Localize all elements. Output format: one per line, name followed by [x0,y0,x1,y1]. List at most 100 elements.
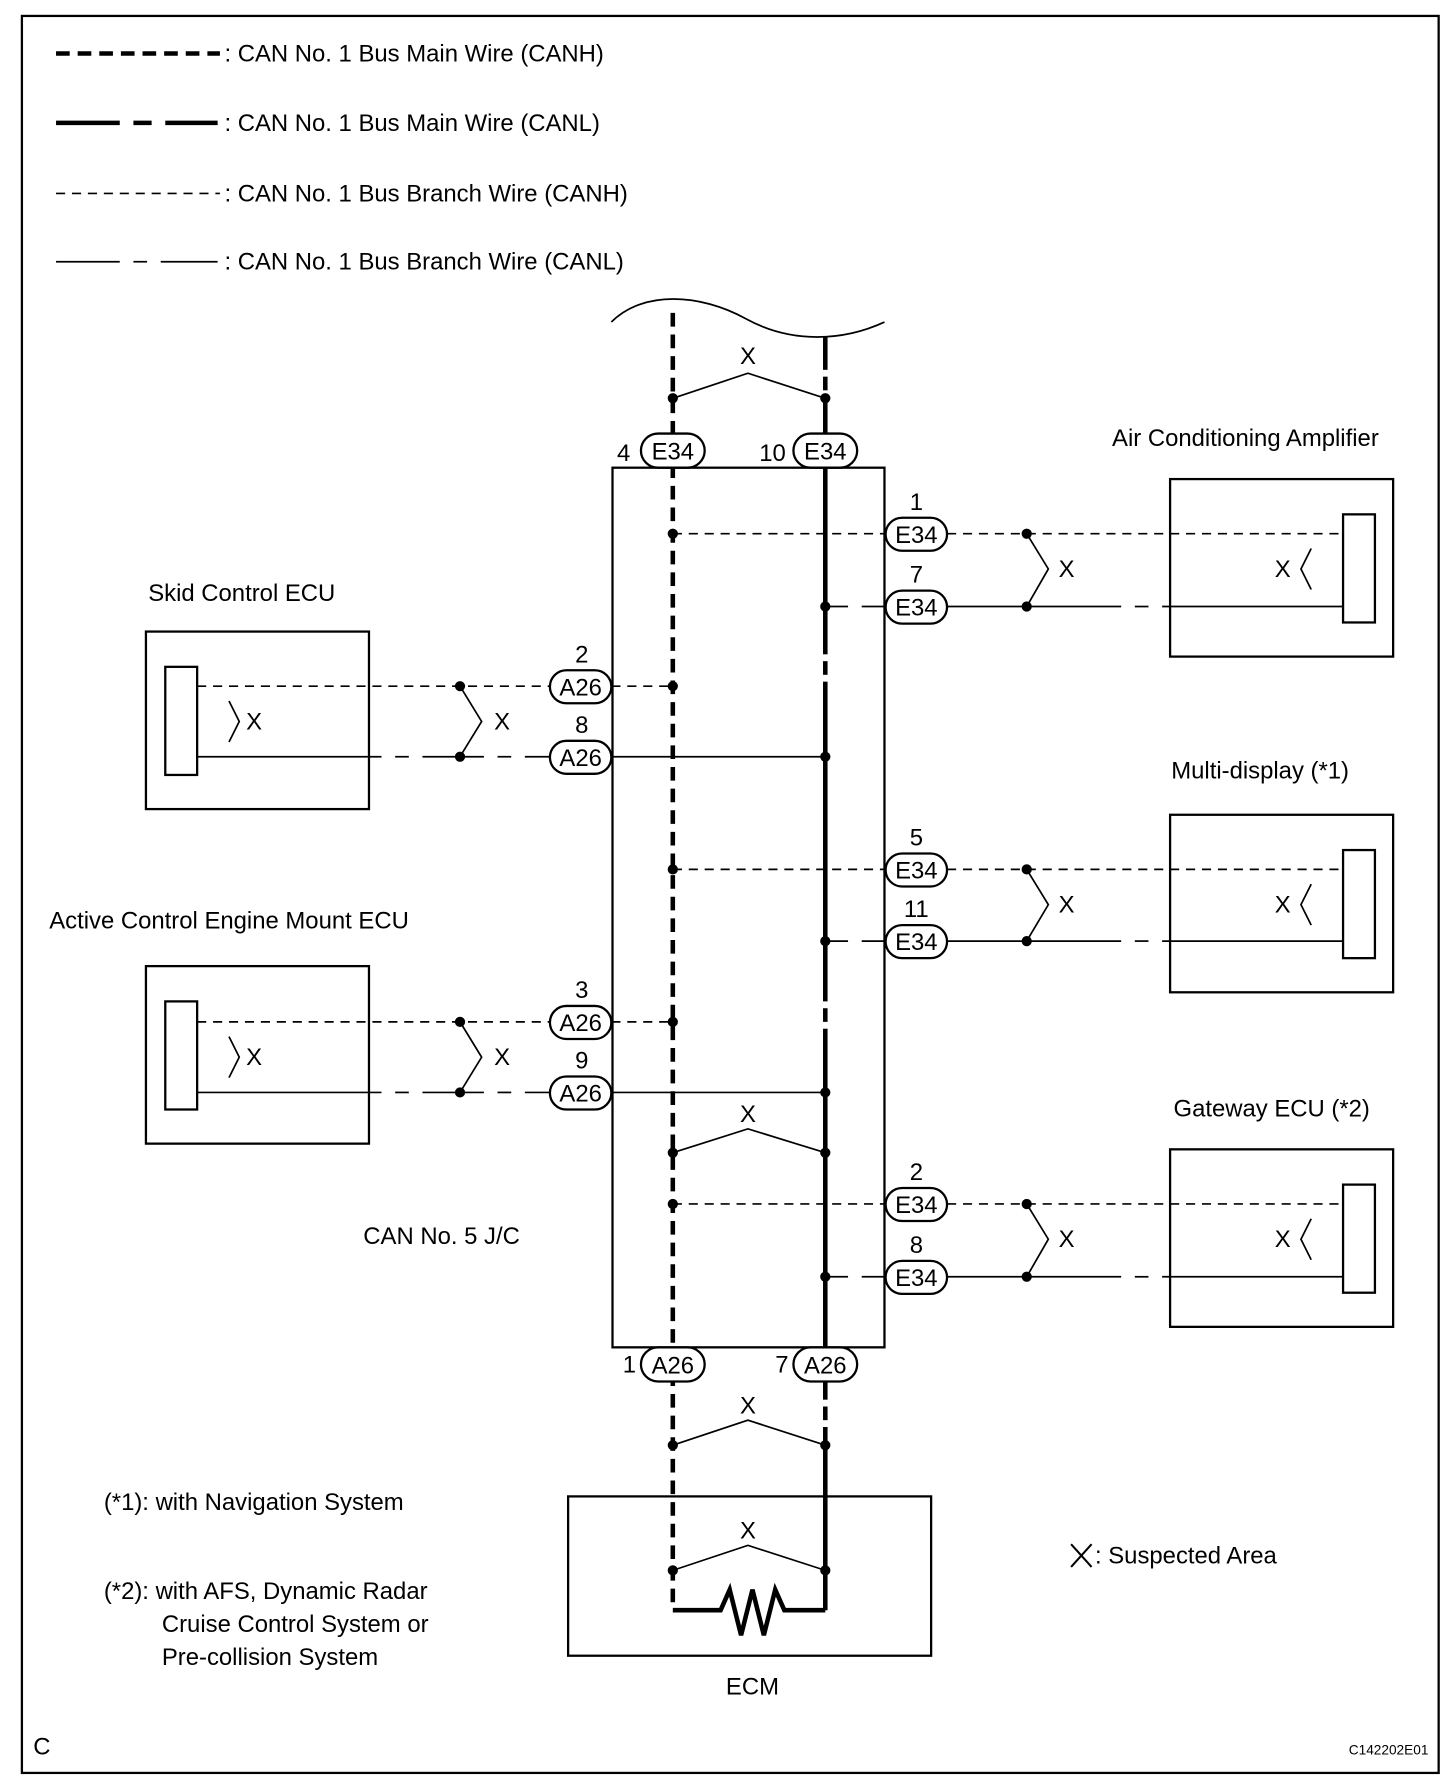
suspect-main-middle: X [667,1101,831,1158]
active-control-engine-mount-ecu: Active Control Engine Mount ECU X [49,908,409,1145]
connector-code: E34 [895,1192,937,1219]
suspect-x: X [740,1392,756,1419]
multi-canl-connector: 11 E34 [884,896,949,960]
footnotes: (*1): with Navigation System (*2): with … [104,1489,429,1671]
connector-code: E34 [895,595,937,622]
multi-canh-connector: 5 E34 [884,824,949,888]
multi-display: Multi-display (*1) X [1168,757,1395,994]
suspect-x: X [494,708,510,735]
connector-code: E34 [804,439,846,466]
junction-top-connector-canl: 10 E34 [759,432,859,469]
acem-wire-suspect: X [454,1016,510,1098]
splice-point [667,681,678,692]
connector-code: E34 [895,857,937,884]
gateway-wire-suspect: X [1021,1198,1075,1282]
note-2-line-2: Cruise Control System or [162,1611,429,1638]
pin-number: 4 [617,440,630,467]
suspected-area-label: : Suspected Area [1095,1543,1278,1570]
suspect-main-top: X [667,343,831,404]
legend: : CAN No. 1 Bus Main Wire (CANH) : CAN N… [56,40,628,276]
ecu-label: Air Conditioning Amplifier [1112,425,1379,452]
junction-top-connector-canh: 4 E34 [617,432,706,469]
suspect-x: X [1059,1226,1075,1253]
note-2-line-3: Pre-collision System [162,1644,378,1671]
ecm-label: ECM [726,1673,779,1700]
pin-number: 5 [910,824,923,851]
connector-code: A26 [559,674,601,701]
suspect-x: X [1059,556,1075,583]
connector-code: E34 [895,929,937,956]
corner-letter: C [33,1734,50,1761]
pin-number: 10 [759,440,786,467]
pin-number: 9 [575,1048,588,1075]
pin-number: 1 [623,1351,636,1378]
skid-canh-connector: 2 A26 [548,641,613,705]
pin-number: 8 [910,1232,923,1259]
ecu-label: Active Control Engine Mount ECU [49,908,409,935]
splice-point [820,1087,831,1098]
multi-wire-suspect: X [1021,864,1075,947]
gateway-canl-connector: 8 E34 [884,1232,949,1295]
junction-box [611,466,886,1349]
connector-code: A26 [559,1081,601,1108]
junction-bottom-connector-canl: 7 A26 [775,1346,859,1383]
connector-code: A26 [559,745,601,772]
connector-code: A26 [652,1353,694,1380]
splice-point [667,864,678,875]
ecu-label: Skid Control ECU [148,580,335,607]
suspect-main-lower: X [667,1392,831,1451]
pin-number: 7 [910,562,923,589]
acem-canh-connector: 3 A26 [548,977,613,1041]
suspect-x: X [1275,556,1291,583]
splice-point [667,1016,678,1028]
note-1: (*1): with Navigation System [104,1489,404,1516]
connector-code: E34 [652,439,694,466]
connector-code: A26 [804,1353,846,1380]
ecu-label: Multi-display (*1) [1171,757,1349,784]
note-2-line-1: (*2): with AFS, Dynamic Radar [104,1578,428,1605]
splice-point [820,1271,831,1282]
suspect-x: X [1275,1226,1291,1253]
pin-number: 3 [575,977,588,1004]
skid-wire-suspect: X [454,681,510,762]
splice-point [667,528,678,539]
connector-code: A26 [559,1010,601,1037]
legend-main-canl-label: : CAN No. 1 Bus Main Wire (CANL) [224,110,599,137]
suspect-x: X [494,1044,510,1071]
aircon-wire-suspect: X [1021,528,1075,612]
pin-number: 11 [904,896,929,923]
suspected-area-legend: : Suspected Area [1070,1543,1278,1570]
aircon-canh-connector: 1 E34 [884,489,949,552]
splice-point [667,1198,678,1210]
splice-point [820,751,831,762]
legend-main-canh-label: : CAN No. 1 Bus Main Wire (CANH) [224,40,603,67]
bus-continuation-wave [610,298,885,338]
termination-resistor [672,1582,826,1636]
pin-number: 1 [910,489,923,516]
suspect-x: X [740,1101,756,1128]
suspect-x: X [740,343,756,370]
aircon-canl-connector: 7 E34 [884,562,949,625]
junction-label: CAN No. 5 J/C [363,1223,520,1250]
suspect-x: X [246,708,262,735]
air-conditioning-amplifier: Air Conditioning Amplifier X [1112,425,1395,658]
gateway-ecu: Gateway ECU (*2) X [1168,1095,1395,1328]
gateway-canh-connector: 2 E34 [884,1159,949,1223]
connector-code: E34 [895,1265,937,1292]
legend-branch-canl-label: : CAN No. 1 Bus Branch Wire (CANL) [224,249,623,276]
splice-point [820,601,831,612]
suspect-x: X [1059,892,1075,919]
acem-canl-connector: 9 A26 [548,1048,613,1111]
connector-code: E34 [895,522,937,549]
junction-bottom-connector-canh: 1 A26 [623,1346,706,1383]
figure-id: C142202E01 [1349,1743,1429,1758]
figure-frame [20,14,1440,1775]
ecu-label: Gateway ECU (*2) [1174,1095,1370,1122]
suspect-x-icon [1070,1543,1093,1568]
skid-canl-connector: 8 A26 [548,712,613,775]
legend-branch-canh-label: : CAN No. 1 Bus Branch Wire (CANH) [224,180,627,207]
pin-number: 2 [575,641,588,668]
pin-number: 7 [775,1351,788,1378]
skid-control-ecu: Skid Control ECU X [144,580,371,811]
